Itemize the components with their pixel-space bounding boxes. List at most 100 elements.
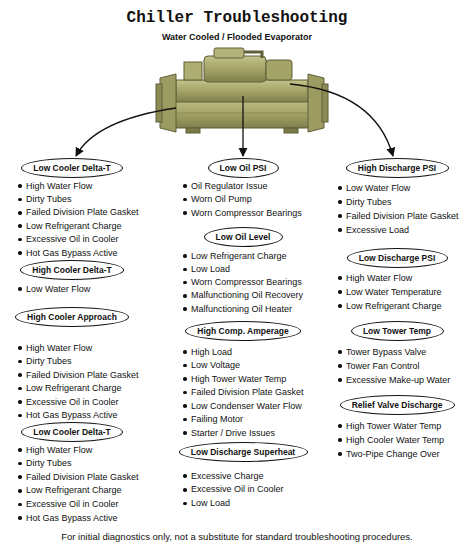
cause-item: Failed Division Plate Gasket: [26, 207, 139, 218]
bullet-dot: [183, 502, 187, 506]
cause-item: Hot Gas Bypass Active: [26, 410, 118, 421]
cause-item: Low Voltage: [191, 360, 240, 371]
symptom-ellipse: High Cooler Approach: [15, 307, 129, 327]
cause-item: Low Water Flow: [346, 183, 410, 194]
bullet-dot: [18, 475, 22, 479]
bullet-dot: [18, 211, 22, 215]
symptom-heading: Relief Valve Discharge: [352, 400, 443, 410]
bullet-dot: [18, 414, 22, 418]
leader-arrows: [76, 84, 393, 156]
symptom-heading: Low Cooler Delta-T: [33, 163, 110, 173]
bullet-dot: [183, 211, 187, 215]
bullet-dot: [183, 350, 187, 354]
cause-item: High Cooler Water Temp: [346, 435, 444, 446]
bullet-dot: [338, 186, 342, 190]
cause-item: Dirty Tubes: [26, 194, 72, 205]
cause-item: Two-Pipe Change Over: [346, 449, 440, 460]
bullet-dot: [338, 276, 342, 280]
cause-item: Worn Compressor Bearings: [191, 208, 302, 219]
bullet-dot: [338, 378, 342, 382]
cause-item: Hot Gas Bypass Active: [26, 248, 118, 259]
bullet-dot: [18, 462, 22, 466]
bullet-dot: [18, 387, 22, 391]
bullet-dot: [183, 404, 187, 408]
symptom-ellipse: High Comp. Amperage: [185, 321, 301, 341]
bullet-dot: [183, 281, 187, 285]
cause-item: High Water Flow: [26, 343, 92, 354]
cause-item: Failed Division Plate Gasket: [26, 472, 139, 483]
cause-item: Worn Compressor Bearings: [191, 277, 302, 288]
bullet-dot: [18, 198, 22, 202]
bullet-dot: [18, 448, 22, 452]
bullet-dot: [18, 516, 22, 520]
bullet-dot: [18, 346, 22, 350]
cause-item: High Water Flow: [26, 445, 92, 456]
bullet-dot: [18, 400, 22, 404]
bullet-dot: [183, 474, 187, 478]
bullet-dot: [183, 294, 187, 298]
caption: For initial diagnostics only, not a subs…: [61, 531, 413, 542]
leader-arrow: [242, 96, 243, 156]
cause-item: Starter / Drive Issues: [191, 428, 275, 439]
cause-item: Failed Division Plate Gasket: [191, 387, 304, 398]
bullet-dot: [183, 391, 187, 395]
symptom-ellipse: Low Cooler Delta-T: [21, 158, 123, 178]
cause-item: High Water Flow: [346, 273, 412, 284]
bullet-dot: [18, 503, 22, 507]
cause-item: Low Refrigerant Charge: [191, 251, 287, 262]
cause-item: Excessive Oil in Cooler: [26, 234, 119, 245]
bullet-dot: [183, 488, 187, 492]
bullet-dot: [338, 290, 342, 294]
symptom-heading: Low Tower Temp: [363, 326, 431, 336]
symptom-ellipse: Low Discharge PSI: [347, 248, 448, 268]
bullet-dot: [183, 307, 187, 311]
bullet-dot: [338, 438, 342, 442]
cause-item: Low Refrigerant Charge: [26, 383, 122, 394]
cause-item: Malfunctioning Oil Heater: [191, 304, 292, 315]
bullet-dot: [338, 364, 342, 368]
bullet-dot: [183, 268, 187, 272]
chiller: [156, 48, 328, 133]
bullet-dot: [183, 418, 187, 422]
symptom-ellipse: High Discharge PSI: [346, 158, 449, 178]
symptom-ellipse: Low Discharge Superheat: [179, 442, 308, 462]
bullet-dot: [338, 424, 342, 428]
cause-item: Low Water Flow: [26, 284, 90, 295]
cause-item: Excessive Oil in Cooler: [191, 484, 284, 495]
cause-item: Dirty Tubes: [26, 458, 72, 469]
cause-item: Dirty Tubes: [26, 356, 72, 367]
symptom-ellipse: Low Oil PSI: [208, 158, 279, 178]
symptom-heading: Low Cooler Delta-T: [33, 427, 110, 437]
bullet-dot: [18, 184, 22, 188]
bullet-dot: [183, 364, 187, 368]
symptom-heading: Low Oil PSI: [220, 163, 267, 173]
bullet-dot: [18, 238, 22, 242]
cause-item: Low Refrigerant Charge: [26, 485, 122, 496]
symptom-heading: Low Discharge PSI: [359, 253, 436, 263]
cause-item: Excessive Oil in Cooler: [26, 499, 119, 510]
bullet-dot: [18, 373, 22, 377]
cause-item: Failed Division Plate Gasket: [346, 211, 459, 222]
bullet-dot: [18, 251, 22, 255]
cause-item: Low Refrigerant Charge: [346, 301, 442, 312]
bullet-dot: [18, 489, 22, 493]
cause-item: Worn Oil Pump: [191, 194, 252, 205]
symptom-heading: High Discharge PSI: [358, 163, 436, 173]
cause-item: Malfunctioning Oil Recovery: [191, 290, 303, 301]
bullet-dot: [18, 360, 22, 364]
cause-item: Tower Bypass Valve: [346, 347, 426, 358]
bullet-dot: [18, 224, 22, 228]
cause-item: Hot Gas Bypass Active: [26, 513, 118, 524]
cause-item: Tower Fan Control: [346, 361, 420, 372]
bullet-dot: [338, 452, 342, 456]
bullet-dot: [338, 350, 342, 354]
cause-item: High Load: [191, 347, 232, 358]
cause-item: Excessive Make-up Water: [346, 375, 450, 386]
cause-item: Failed Division Plate Gasket: [26, 370, 139, 381]
cause-item: Low Load: [191, 498, 230, 509]
cause-item: Excessive Charge: [191, 471, 264, 482]
bullet-dot: [338, 228, 342, 232]
symptom-ellipse: High Cooler Delta-T: [20, 260, 124, 280]
cause-item: Oil Regulator Issue: [191, 181, 268, 192]
symptom-ellipse: Low Tower Temp: [351, 321, 444, 341]
